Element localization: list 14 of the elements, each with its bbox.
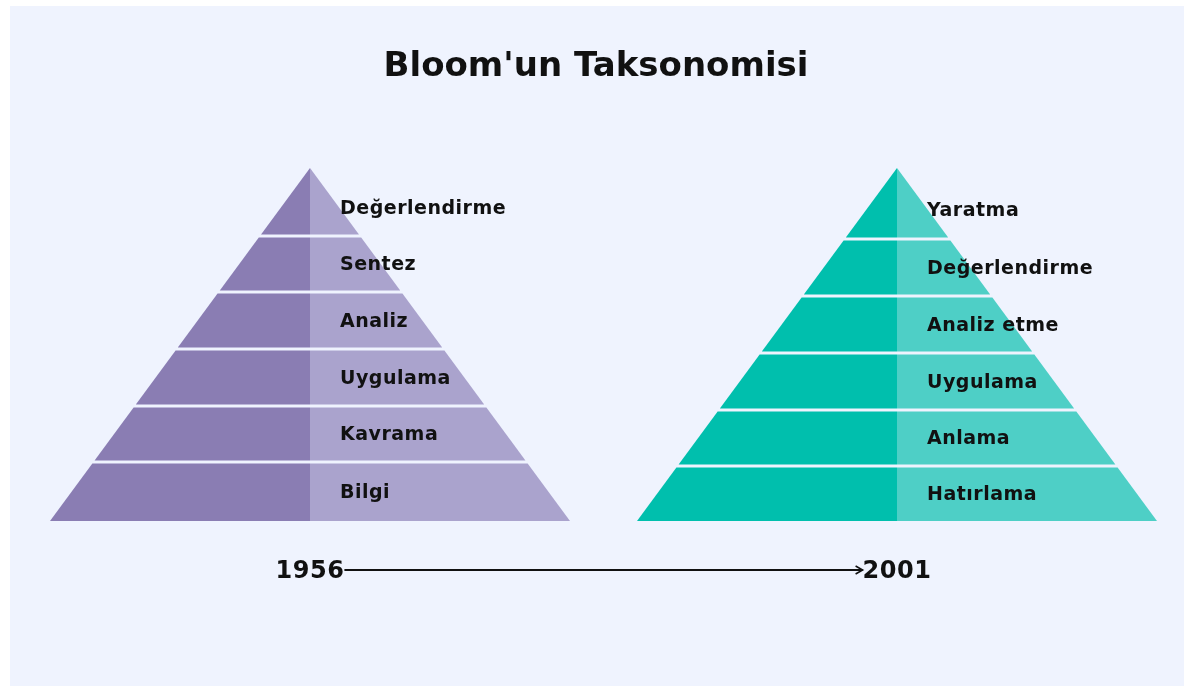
- level-label: Anlama: [927, 428, 1011, 447]
- level-label: Uygulama: [340, 367, 451, 387]
- level-label: Analiz: [340, 310, 409, 330]
- level-label: Yaratma: [927, 199, 1020, 219]
- year-label: 1956: [275, 558, 345, 582]
- level-label: Değerlendirme: [340, 198, 507, 217]
- year-label: 2001: [862, 558, 932, 582]
- level-label: Hatırlama: [927, 483, 1038, 503]
- level-label: Bilgi: [340, 481, 391, 501]
- arrow: [343, 565, 864, 575]
- level-label: Sentez: [340, 254, 417, 273]
- level-label: Uygulama: [927, 371, 1038, 391]
- level-label: Kavrama: [340, 424, 439, 443]
- title: Bloom'un Taksonomisi: [382, 44, 810, 84]
